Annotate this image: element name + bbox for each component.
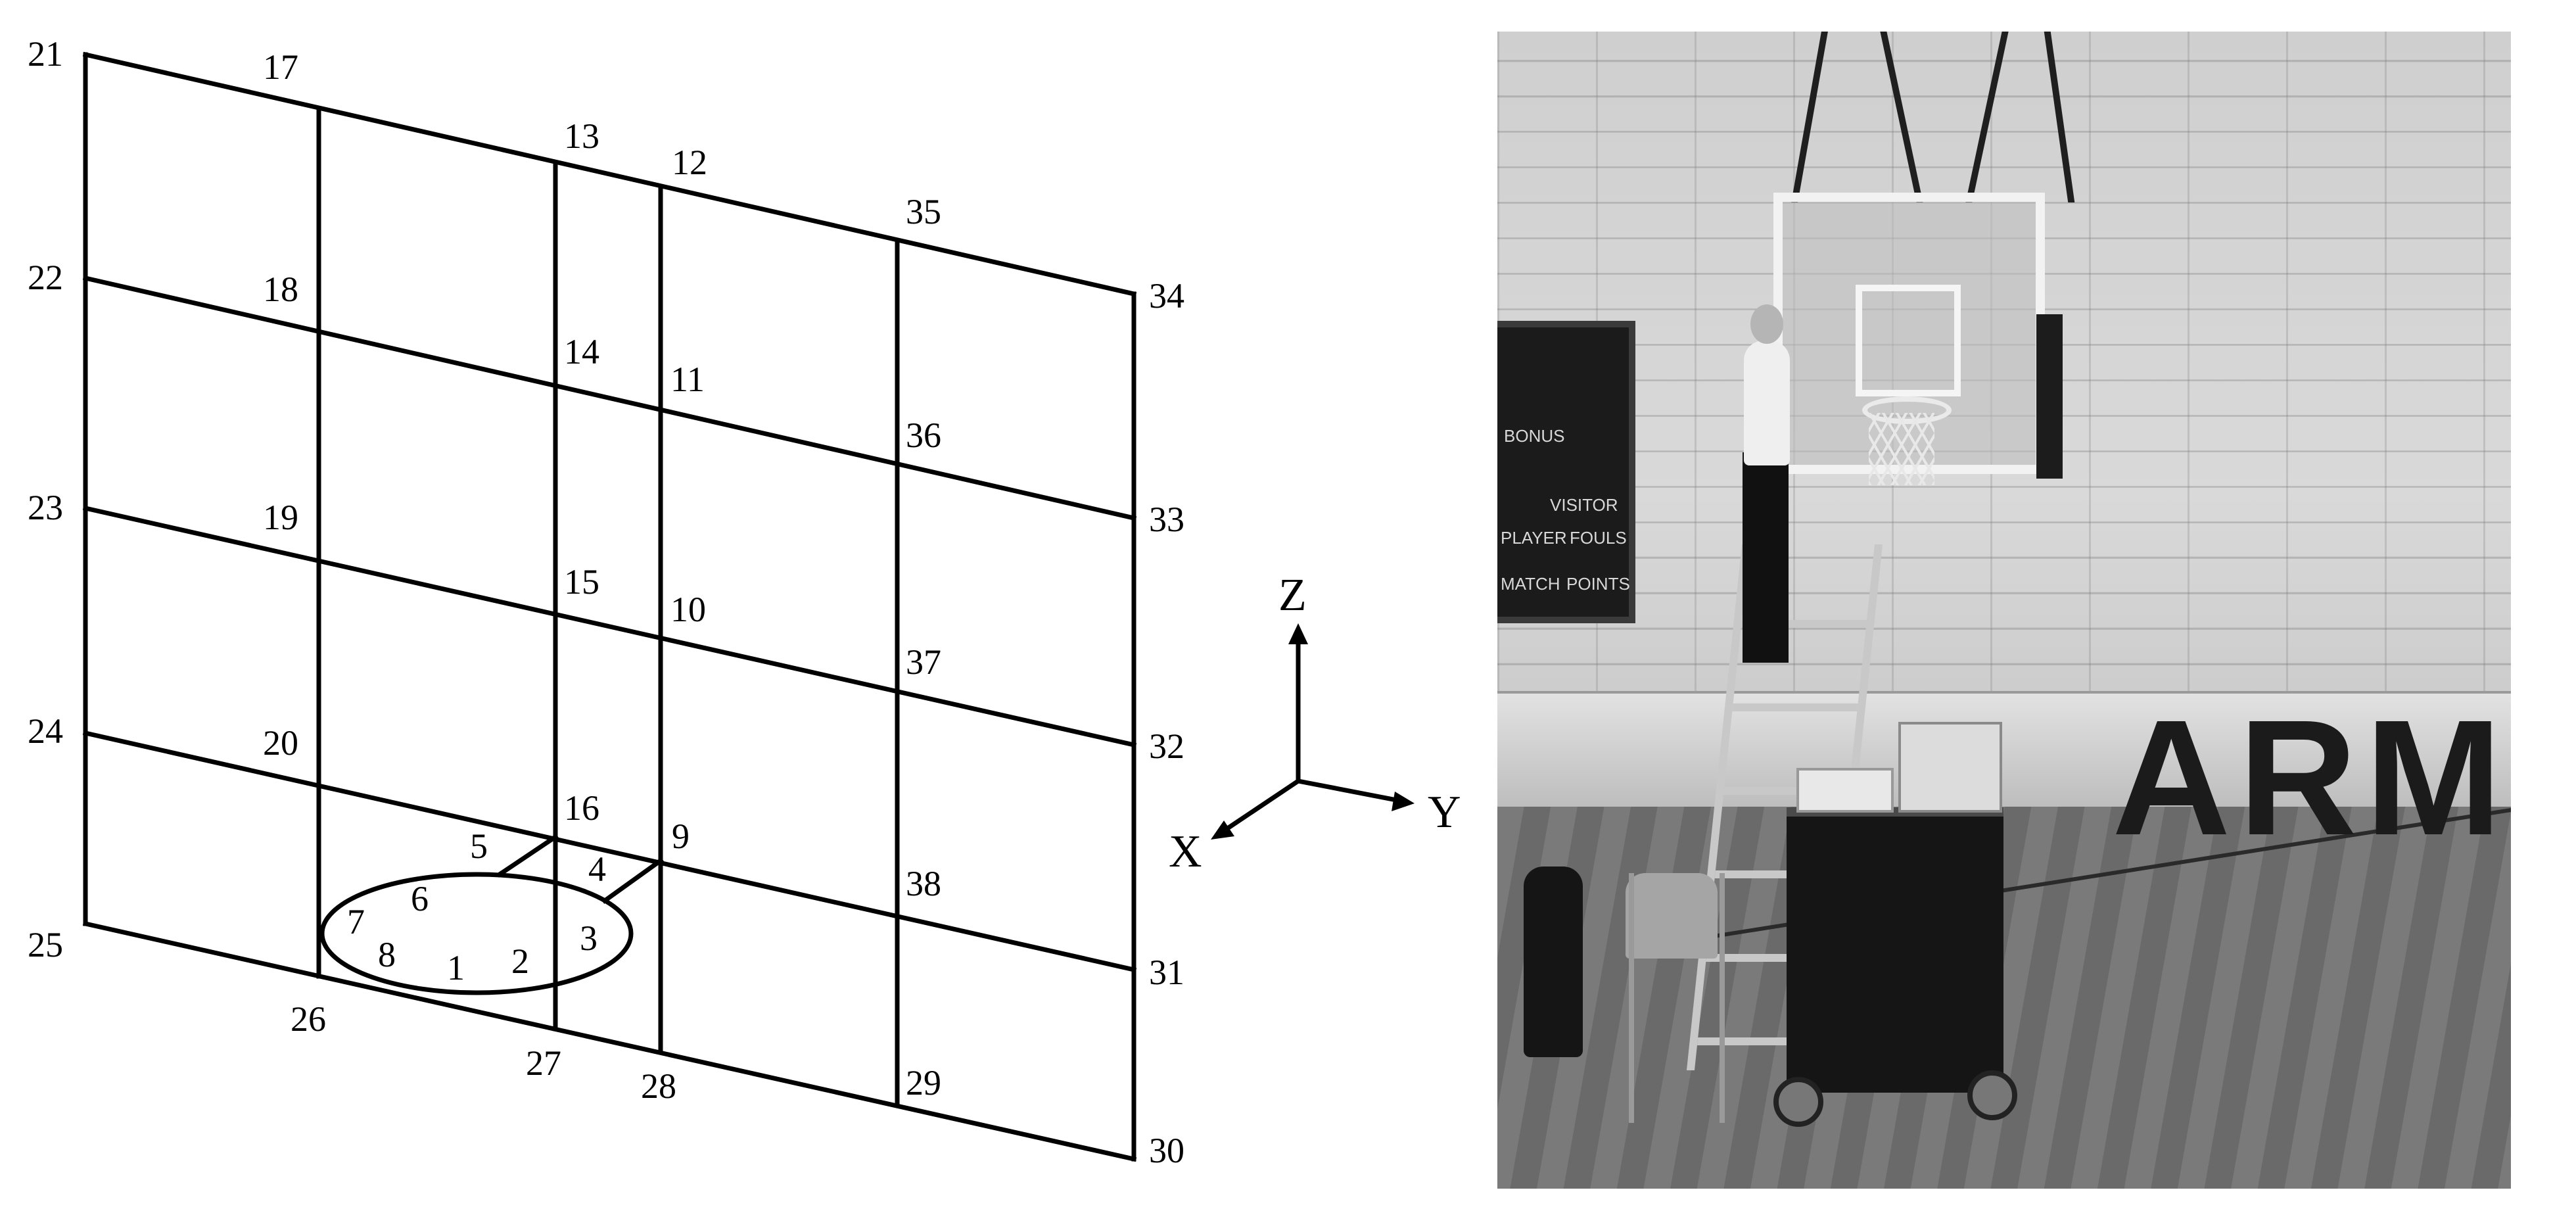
gym-floor xyxy=(1497,807,2511,1189)
node-label-3: 3 xyxy=(580,918,597,958)
mesh-line-row-4 xyxy=(82,730,1137,973)
basketball-net xyxy=(1869,413,1934,485)
node-label-35: 35 xyxy=(906,192,941,231)
grid-mesh-diagram: 1 2 3 4 5 6 7 8 9 10 11 12 13 14 15 16 1… xyxy=(28,34,1461,1170)
node-label-32: 32 xyxy=(1149,726,1184,766)
node-label-11: 11 xyxy=(670,360,705,399)
coordinate-axes: Z Y X xyxy=(1169,570,1461,877)
folding-chair-back xyxy=(1626,873,1718,959)
axis-x-line xyxy=(1219,778,1301,835)
node-label-1: 1 xyxy=(447,948,465,987)
mesh-line-top xyxy=(82,51,1137,297)
scoreboard-text: PLAYER xyxy=(1501,528,1567,548)
node-label-17: 17 xyxy=(263,47,298,87)
scoreboard: BONUS VISITOR PLAYER FOULS MATCH POINTS xyxy=(1497,321,1635,623)
node-label-7: 7 xyxy=(347,902,365,941)
hoop-spoke-5 xyxy=(496,834,559,878)
cart-wheel xyxy=(1773,1077,1823,1127)
axis-z-arrowhead xyxy=(1288,623,1308,644)
node-label-8: 8 xyxy=(378,935,396,974)
node-label-18: 18 xyxy=(263,270,298,309)
scoreboard-text: POINTS xyxy=(1566,574,1630,594)
axis-x-label: X xyxy=(1169,826,1202,877)
mesh-line-row-2 xyxy=(82,275,1137,521)
node-label-16: 16 xyxy=(564,788,599,828)
node-label-24: 24 xyxy=(28,711,63,751)
node-label-38: 38 xyxy=(906,864,941,903)
node-label-10: 10 xyxy=(670,590,706,629)
node-label-29: 29 xyxy=(906,1063,941,1103)
node-label-25: 25 xyxy=(28,925,63,964)
scoreboard-text: BONUS xyxy=(1504,426,1565,446)
node-label-30: 30 xyxy=(1149,1131,1184,1170)
scoreboard-text: MATCH xyxy=(1501,574,1560,594)
scoreboard-text: VISITOR xyxy=(1550,495,1618,515)
axis-y-arrowhead xyxy=(1392,792,1415,811)
node-label-13: 13 xyxy=(564,116,599,156)
node-label-21: 21 xyxy=(28,34,63,74)
cart-wheel xyxy=(1967,1070,2017,1120)
army-wall-lettering: ARMY xyxy=(2112,686,2511,869)
node-label-28: 28 xyxy=(641,1066,676,1106)
node-label-5: 5 xyxy=(470,826,488,866)
axis-y-line xyxy=(1295,778,1403,804)
folding-chair xyxy=(1629,873,1725,1123)
node-label-27: 27 xyxy=(526,1043,561,1083)
person-torso xyxy=(1744,341,1790,465)
scoreboard-text: FOULS xyxy=(1570,528,1627,548)
axis-y-label: Y xyxy=(1428,787,1461,838)
node-label-36: 36 xyxy=(906,416,941,455)
backboard-target-square xyxy=(1856,285,1961,396)
node-label-34: 34 xyxy=(1149,276,1184,316)
mesh-line-row-3 xyxy=(82,505,1137,748)
wall-padding xyxy=(1497,691,2511,810)
node-label-4: 4 xyxy=(588,849,606,889)
node-label-26: 26 xyxy=(291,999,326,1039)
node-label-9: 9 xyxy=(672,817,690,856)
backboard-support xyxy=(2036,314,2063,479)
person-legs xyxy=(1743,452,1789,663)
node-label-31: 31 xyxy=(1149,953,1184,992)
test-instrument xyxy=(1796,768,1894,813)
node-label-19: 19 xyxy=(263,498,298,537)
node-label-6: 6 xyxy=(411,879,429,918)
node-label-37: 37 xyxy=(906,642,941,682)
equipment-cart xyxy=(1787,807,2003,1093)
gym-test-setup-photo: BONUS VISITOR PLAYER FOULS MATCH POINTS … xyxy=(1497,32,2511,1189)
axis-x-arrowhead xyxy=(1211,820,1234,840)
axis-z-label: Z xyxy=(1278,570,1307,621)
mesh-line-bottom xyxy=(82,920,1137,1162)
hoop-spoke-4 xyxy=(601,857,664,904)
test-instrument xyxy=(1898,722,2002,813)
hoop-ring xyxy=(319,872,634,995)
node-label-20: 20 xyxy=(263,723,298,763)
node-label-2: 2 xyxy=(511,941,529,981)
node-label-15: 15 xyxy=(564,562,599,602)
person-head xyxy=(1750,304,1783,344)
node-labels: 1 2 3 4 5 6 7 8 9 10 11 12 13 14 15 16 1… xyxy=(28,34,1184,1170)
node-label-33: 33 xyxy=(1149,500,1184,539)
node-label-14: 14 xyxy=(564,332,599,371)
node-label-23: 23 xyxy=(28,488,63,527)
node-label-12: 12 xyxy=(672,143,707,182)
node-label-22: 22 xyxy=(28,258,63,297)
mesh-lines xyxy=(82,51,1137,1162)
coat xyxy=(1524,867,1583,1057)
